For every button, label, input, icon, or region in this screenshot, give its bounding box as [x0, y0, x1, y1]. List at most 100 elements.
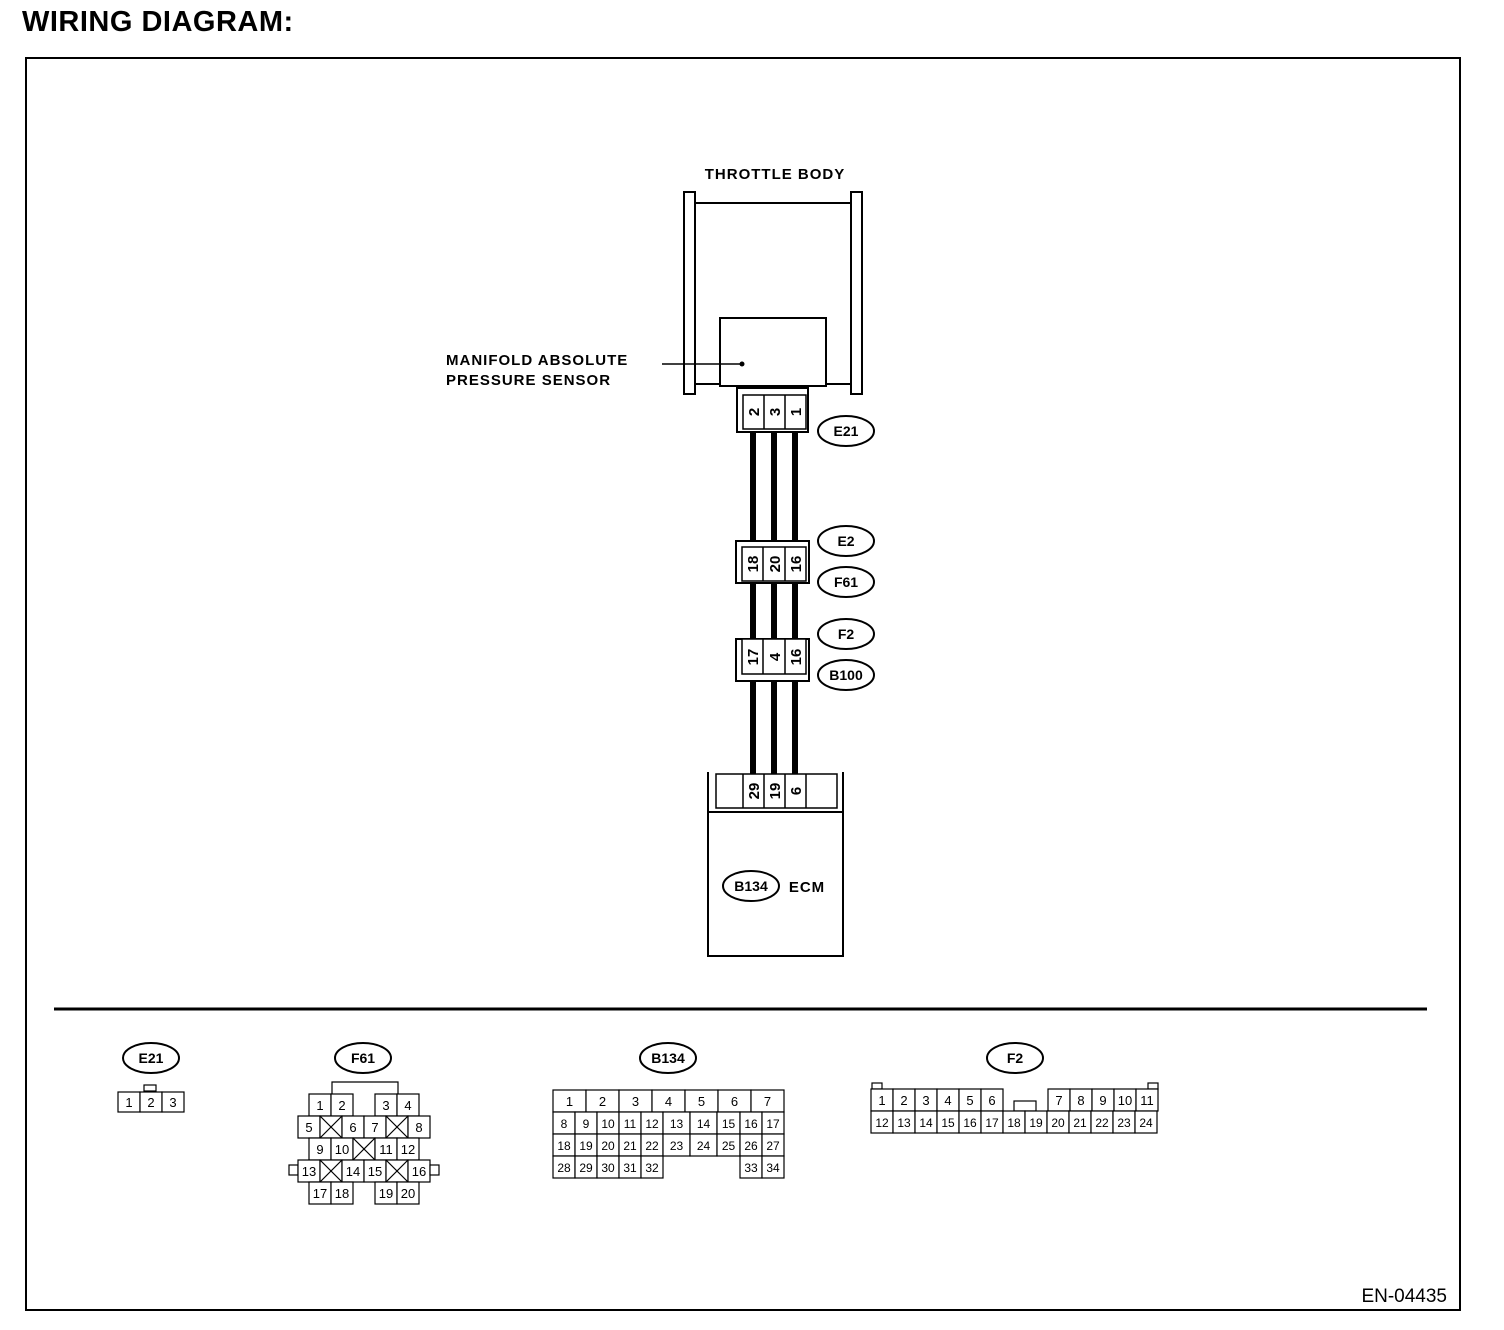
legend-f2-pin: 19 — [1029, 1116, 1043, 1130]
throttle-body-label: THROTTLE BODY — [705, 166, 846, 183]
legend-f61-pin: 11 — [379, 1142, 393, 1157]
connector-e21: 2 3 1 E21 — [736, 387, 875, 447]
legend-f2-pin: 15 — [941, 1116, 955, 1130]
legend-e21-pin: 3 — [169, 1095, 176, 1110]
legend-f2-pin: 21 — [1073, 1116, 1087, 1130]
legend-b134-pin: 16 — [744, 1117, 758, 1131]
legend-f2-pin: 5 — [966, 1093, 973, 1108]
e21-pin: 2 — [746, 408, 763, 416]
connector-id-b100: B100 — [829, 667, 863, 683]
legend-b134-pin: 13 — [670, 1117, 684, 1131]
legend-f2-pin: 11 — [1140, 1093, 1154, 1108]
legend-f61-pin: 5 — [305, 1120, 312, 1135]
connector-e2-f61: 18 20 16 E2 F61 — [735, 525, 875, 598]
legend-b134-pin: 28 — [557, 1161, 571, 1175]
legend-b134-pin: 6 — [731, 1094, 738, 1109]
legend-b134-pin: 33 — [744, 1161, 758, 1175]
legend-b134-pin: 29 — [579, 1161, 593, 1175]
legend-b134-pin: 9 — [583, 1117, 590, 1131]
legend-b134-pin: 17 — [766, 1117, 780, 1131]
legend-f61-pin: 18 — [335, 1186, 349, 1201]
legend-f2-pin: 4 — [944, 1093, 951, 1108]
legend-f61-pin: 17 — [313, 1186, 327, 1201]
sensor-label-line1: MANIFOLD ABSOLUTE — [446, 352, 628, 369]
e2-pin: 18 — [745, 556, 762, 573]
legend-b134-pin: 26 — [744, 1139, 758, 1153]
legend-b134-pin: 11 — [624, 1117, 637, 1131]
legend-f61-pin: 12 — [401, 1142, 415, 1157]
legend-b134-id: B134 — [651, 1050, 685, 1066]
legend-f61-pin: 20 — [401, 1186, 415, 1201]
legend-b134-pin: 25 — [722, 1139, 736, 1153]
legend-b134-pin: 23 — [670, 1139, 684, 1153]
legend-f2-pin: 18 — [1007, 1116, 1021, 1130]
legend-b134-pin: 27 — [766, 1139, 780, 1153]
legend-b134-pin: 19 — [579, 1139, 593, 1153]
legend-f2-pin: 20 — [1051, 1116, 1065, 1130]
connector-id-b134: B134 — [734, 878, 768, 894]
legend-f2-pin: 9 — [1099, 1093, 1106, 1108]
legend-b134-pin: 4 — [665, 1094, 672, 1109]
e2-pin: 16 — [788, 556, 805, 573]
legend-b134-pin: 12 — [645, 1117, 659, 1131]
legend-b134-pin: 21 — [623, 1139, 637, 1153]
legend-f61-pin: 1 — [316, 1098, 323, 1113]
legend-b134-pin: 8 — [561, 1117, 568, 1131]
legend-e21-pin: 2 — [147, 1095, 154, 1110]
legend-b134-pin: 5 — [698, 1094, 705, 1109]
legend-f2-pin: 2 — [900, 1093, 907, 1108]
legend-f61-pin: 3 — [382, 1098, 389, 1113]
legend-f2-pin: 12 — [875, 1116, 889, 1130]
legend-e21-id: E21 — [139, 1050, 164, 1066]
legend-b134-pin: 18 — [557, 1139, 571, 1153]
legend-b134-pin: 20 — [601, 1139, 615, 1153]
ecm: 29 19 6 B134 ECM — [707, 772, 844, 957]
legend-b134-pin: 30 — [601, 1161, 615, 1175]
legend-b134-pin: 32 — [645, 1161, 659, 1175]
legend-f2-pin: 23 — [1117, 1116, 1131, 1130]
legend-f2-id: F2 — [1007, 1050, 1024, 1066]
legend-b134-pin: 15 — [722, 1117, 736, 1131]
connector-id-e21: E21 — [834, 423, 859, 439]
legend-f2-pin: 17 — [985, 1116, 999, 1130]
b134-pin: 29 — [746, 783, 763, 800]
legend-f61-pin: 9 — [316, 1142, 323, 1157]
legend-b134-pin: 7 — [764, 1094, 771, 1109]
legend-b134-pin: 1 — [566, 1094, 573, 1109]
legend-f2-pin: 8 — [1077, 1093, 1084, 1108]
legend-f61-pin: 2 — [338, 1098, 345, 1113]
f2-pin: 17 — [745, 649, 762, 666]
legend-f2-pin: 3 — [922, 1093, 929, 1108]
legend-f61-id: F61 — [351, 1050, 375, 1066]
legend-b134-pin: 10 — [601, 1117, 615, 1131]
wire-harness — [750, 430, 798, 775]
legend-f61-pin: 7 — [371, 1120, 378, 1135]
legend-b134-pin: 14 — [697, 1117, 711, 1131]
connector-id-f2: F2 — [838, 626, 855, 642]
legend-b134-pin: 2 — [599, 1094, 606, 1109]
legend-b134-pin: 24 — [697, 1139, 711, 1153]
legend-b134-pin: 22 — [645, 1139, 659, 1153]
e2-pin: 20 — [767, 556, 784, 573]
connector-f2-b100: 17 4 16 F2 B100 — [735, 618, 875, 691]
legend-f61-pin: 19 — [379, 1186, 393, 1201]
sensor-label-line2: PRESSURE SENSOR — [446, 372, 611, 389]
ecm-label: ECM — [789, 879, 825, 896]
legend-f2-pin: 10 — [1118, 1093, 1132, 1108]
page-title: WIRING DIAGRAM: — [22, 6, 294, 38]
legend-f2-pin: 22 — [1095, 1116, 1109, 1130]
diagram-frame — [25, 57, 1461, 1311]
connector-id-f61: F61 — [834, 574, 858, 590]
legend-f2-pin: 14 — [919, 1116, 933, 1130]
legend-f2-pin: 6 — [988, 1093, 995, 1108]
legend-b134-pin: 31 — [623, 1161, 637, 1175]
legend-f61-pin: 10 — [335, 1142, 349, 1157]
legend-e21-pin: 1 — [125, 1095, 132, 1110]
legend-f2-pin: 1 — [878, 1093, 885, 1108]
e21-pin: 1 — [788, 408, 805, 416]
legend-f61-pin: 8 — [415, 1120, 422, 1135]
legend-f61-pin: 6 — [349, 1120, 356, 1135]
legend-f2-pin: 7 — [1055, 1093, 1062, 1108]
